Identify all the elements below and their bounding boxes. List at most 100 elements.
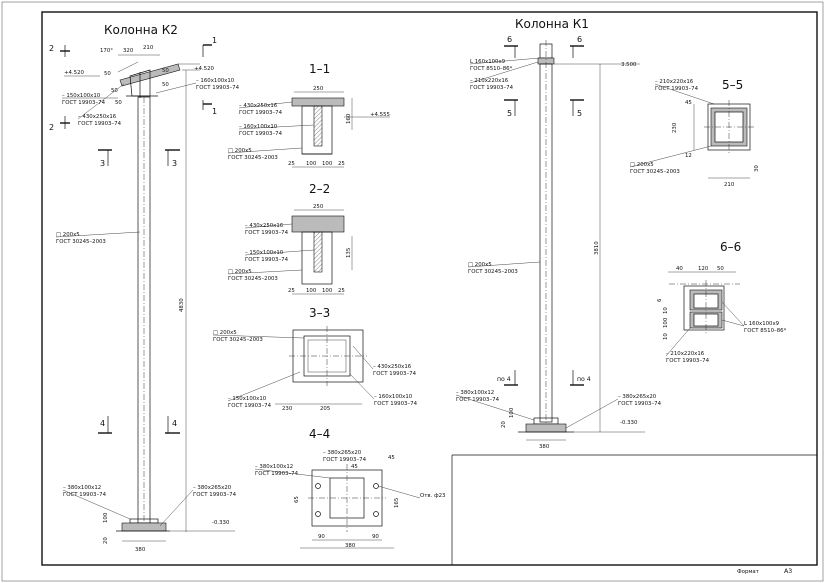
k2-dim-210: 210 (143, 45, 154, 51)
s33-d205: 205 (320, 406, 330, 412)
s66-angle-a: L 160х100х9 (744, 321, 780, 327)
s22-p430-b: ГОСТ 19903–74 (245, 230, 289, 236)
k1-elev-top: 3.500 (621, 62, 637, 68)
s33-p150-b: ГОСТ 19903–74 (228, 403, 272, 409)
k2-sec1-top: 1 (212, 36, 217, 45)
s11-dim-250: 250 (313, 86, 324, 92)
k1-p380b-a: – 380х265х20 (618, 394, 657, 400)
s44-d45b: 45 (388, 455, 395, 461)
k2-sec4-left: 4 (100, 419, 105, 428)
s66-d6: 6 (657, 298, 663, 302)
k1-elev-bottom: -0.330 (620, 420, 638, 426)
s11-p160-b: ГОСТ 19903–74 (239, 131, 283, 137)
s44-title: 4–4 (309, 427, 330, 441)
s55-d30: 30 (754, 165, 760, 172)
k2-title: Колонна К2 (104, 23, 178, 37)
s11-elev: +4.555 (370, 112, 390, 118)
k2-dim-50e: 50 (115, 100, 122, 106)
s33-p430-a: – 430х250х16 (373, 364, 412, 370)
s55-p210-b: ГОСТ 19903–74 (655, 86, 699, 92)
k2-p380b-b: ГОСТ 19903–74 (193, 492, 237, 498)
k2-elev-right: +4.520 (194, 66, 215, 72)
k1-p380-b: ГОСТ 19903–74 (456, 397, 500, 403)
s66-d10a: 10 (663, 307, 669, 314)
k2-p380-a: – 380х100х12 (63, 485, 101, 491)
s44-p380b-b: ГОСТ 19903–74 (323, 457, 367, 463)
s33-p430-b: ГОСТ 19903–74 (373, 371, 417, 377)
s22-dim-135: 135 (346, 248, 352, 258)
format-label: Формат (737, 569, 759, 575)
s55-d210: 210 (724, 182, 735, 188)
k2-dim-100: 100 (103, 512, 109, 523)
k1-p210-b: ГОСТ 19903–74 (470, 85, 514, 91)
s11-dim-160: 160 (346, 113, 352, 124)
k1-dim-100: 100 (509, 407, 515, 418)
k1-base-plate (525, 423, 567, 433)
s22-d100b: 100 (322, 288, 333, 294)
s22-tube-b: ГОСТ 30245–2003 (228, 276, 278, 282)
column-k1: Колонна К1 6 6 5 5 по 4 по 4 L 160х100х9… (455, 17, 662, 450)
s33-p150-a: – 150х100х10 (228, 396, 267, 402)
section-5-5: 5–5 – 210х220х16 ГОСТ 19903–74 45 230 12… (629, 78, 760, 188)
k2-section-marks: 2 2 1 1 3 3 4 4 (49, 36, 217, 434)
k2-p430-b: ГОСТ 19903–74 (78, 121, 122, 127)
s44-d90b: 90 (372, 534, 379, 540)
k2-dim-380: 380 (135, 547, 146, 553)
k2-cap (117, 61, 200, 98)
s33-tube-b: ГОСТ 30245–2003 (213, 337, 263, 343)
k2-p150-b: ГОСТ 19903–74 (62, 100, 106, 106)
s55-d12: 12 (685, 153, 692, 159)
k2-sec2-bottom: 2 (49, 123, 54, 132)
k1-tube-b: ГОСТ 30245–2003 (468, 269, 518, 275)
s11-tube-b: ГОСТ 30245–2003 (228, 155, 278, 161)
k2-sec3-left: 3 (100, 159, 105, 168)
k1-sec6-right: 6 (577, 35, 582, 44)
s11-d100a: 100 (306, 161, 317, 167)
k1-sec5-right: 5 (577, 109, 582, 118)
section-1-1: 1–1 250 160 +4.555 – 430х250х16 ГОСТ 199… (227, 62, 390, 168)
k2-sec1-bottom: 1 (212, 107, 217, 116)
k1-dim-20: 20 (501, 421, 507, 428)
k2-p160-b: ГОСТ 19903–74 (196, 85, 240, 91)
s66-d40: 40 (676, 266, 683, 272)
k1-angle-a: L 160х100х9 (470, 59, 506, 65)
s22-d100a: 100 (306, 288, 317, 294)
k1-dim-height: 3810 (594, 241, 600, 255)
s11-d25a: 25 (288, 161, 295, 167)
k1-p210-a: – 210х220х16 (470, 78, 509, 84)
k2-p150-a: – 150х100х10 (62, 93, 101, 99)
k2-p160-a: – 160х100х10 (196, 78, 235, 84)
s66-title: 6–6 (720, 240, 741, 254)
s66-d120: 120 (698, 266, 709, 272)
s22-d25b: 25 (338, 288, 345, 294)
s22-p150-b: ГОСТ 19903–74 (245, 257, 289, 263)
s11-title: 1–1 (309, 62, 330, 76)
s44-p380b-a: – 380х265х20 (323, 450, 362, 456)
s44-d90a: 90 (318, 534, 325, 540)
k1-sec4-right: по 4 (577, 376, 591, 383)
k1-title: Колонна К1 (515, 17, 589, 31)
k2-dim-height: 4830 (179, 298, 185, 312)
s44-d380: 380 (345, 543, 356, 549)
format-value: А3 (784, 568, 792, 575)
k2-elev-top: +4.520 (64, 70, 85, 76)
k1-sec4-left: по 4 (497, 376, 511, 383)
s66-d50: 50 (717, 266, 724, 272)
s33-p160-b: ГОСТ 19903–74 (374, 401, 418, 407)
k2-sec2-top: 2 (49, 44, 54, 53)
k2-elev-bottom: -0.330 (212, 520, 230, 526)
k1-tube-a: □ 200х5 (468, 262, 492, 268)
s44-p380-b: ГОСТ 19903–74 (255, 471, 299, 477)
s44-d165: 165 (394, 498, 400, 508)
s55-tube-b: ГОСТ 30245–2003 (630, 169, 680, 175)
section-6-6: 6–6 40 120 50 6 10 100 10 L 160х100х9 ГО… (657, 240, 787, 364)
s22-tube-a: □ 200х5 (228, 269, 252, 275)
s66-p210-b: ГОСТ 19903–74 (666, 358, 710, 364)
s11-d100b: 100 (322, 161, 333, 167)
k2-sec3-right: 3 (172, 159, 177, 168)
s11-d25b: 25 (338, 161, 345, 167)
s33-d230: 230 (282, 406, 293, 412)
k1-dim-380: 380 (539, 444, 550, 450)
k2-sec4-right: 4 (172, 419, 177, 428)
s44-hole: Отв. ф23 (420, 493, 445, 499)
